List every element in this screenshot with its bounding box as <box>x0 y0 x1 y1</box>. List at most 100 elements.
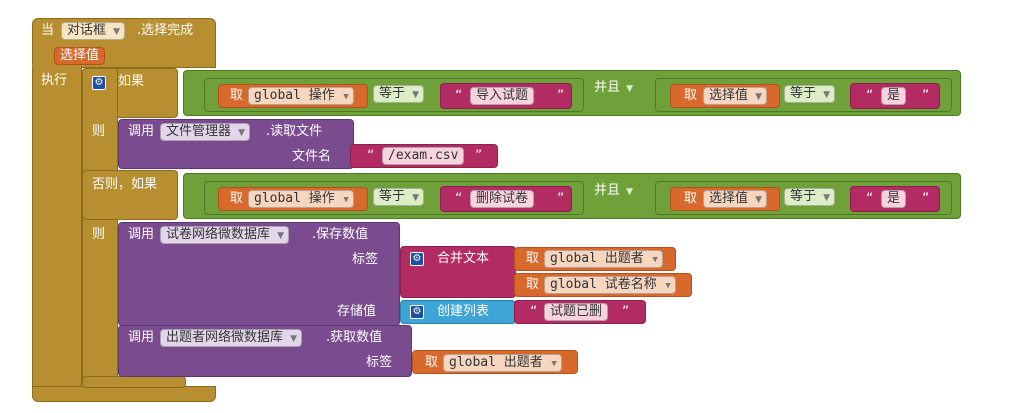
and-label: 并且 <box>594 80 621 95</box>
component-name: 对话框 <box>67 23 107 38</box>
variable-dropdown[interactable]: global 出题者 ▼ <box>544 250 663 268</box>
operator-dropdown[interactable]: 等于 ▼ <box>373 188 425 206</box>
close-quote: ” <box>922 191 930 207</box>
tag-label: 标签 <box>352 252 379 267</box>
then-label: 则 <box>92 124 106 139</box>
component-dropdown[interactable]: 出题者网络微数据库 ▼ <box>160 329 303 347</box>
operator-name: 等于 <box>790 189 817 204</box>
and-dropdown[interactable]: 并且▼ <box>592 79 638 97</box>
operator-name: 等于 <box>790 86 817 101</box>
and-dropdown[interactable]: 并且▼ <box>592 182 638 200</box>
open-quote: “ <box>455 88 463 104</box>
variable-name: global 出题者 <box>550 251 644 266</box>
dropdown-arrow-icon: ▼ <box>113 27 121 37</box>
call-label: 调用 <box>128 124 155 139</box>
value-label: 存储值 <box>337 304 377 319</box>
dropdown-arrow-icon: ▼ <box>755 195 763 205</box>
method-label: .获取数值 <box>326 330 383 345</box>
event-block-footer <box>32 386 216 402</box>
do-label: 执行 <box>41 73 68 88</box>
dropdown-arrow-icon: ▼ <box>665 281 671 291</box>
method-label: .保存数值 <box>312 227 369 242</box>
gear-icon[interactable]: ⚙ <box>410 305 424 319</box>
get-label: 取 <box>526 277 540 292</box>
call-label: 调用 <box>128 330 155 345</box>
variable-name: global 操作 <box>254 88 335 103</box>
dropdown-arrow-icon: ▼ <box>412 90 420 100</box>
component-name: 试卷网络微数据库 <box>166 227 271 242</box>
open-quote: “ <box>455 191 463 207</box>
if-block-footer <box>82 376 186 388</box>
operator-dropdown[interactable]: 等于 ▼ <box>784 188 836 206</box>
gear-icon[interactable]: ⚙ <box>92 76 106 90</box>
component-dropdown[interactable]: 试卷网络微数据库 ▼ <box>160 226 290 244</box>
variable-name: global 试卷名称 <box>550 277 657 292</box>
if-block-elseif-row <box>82 170 178 220</box>
dropdown-arrow-icon: ▼ <box>626 187 634 197</box>
variable-name: 选择值 <box>709 88 749 103</box>
when-label: 当 <box>41 23 55 38</box>
dropdown-arrow-icon: ▼ <box>823 193 831 203</box>
dropdown-arrow-icon: ▼ <box>823 90 831 100</box>
operator-dropdown[interactable]: 等于 ▼ <box>373 85 425 103</box>
dropdown-arrow-icon: ▼ <box>343 195 349 205</box>
component-name: 文件管理器 <box>166 124 232 139</box>
dropdown-arrow-icon: ▼ <box>238 128 246 138</box>
dropdown-arrow-icon: ▼ <box>412 193 420 203</box>
close-quote: ” <box>557 191 565 207</box>
variable-dropdown[interactable]: global 操作▼ <box>248 190 354 208</box>
close-quote: ” <box>922 88 930 104</box>
get-label: 取 <box>526 251 540 266</box>
variable-dropdown[interactable]: global 试卷名称 ▼ <box>544 276 676 294</box>
param-selected-value[interactable]: 选择值 <box>54 47 106 65</box>
component-dropdown[interactable]: 文件管理器 ▼ <box>160 123 251 141</box>
event-name: .选择完成 <box>137 23 194 38</box>
operator-name: 等于 <box>379 86 406 101</box>
open-quote: “ <box>367 148 375 164</box>
variable-dropdown[interactable]: 选择值 ▼ <box>703 190 768 208</box>
get-label: 取 <box>684 191 698 206</box>
arg-label: 文件名 <box>292 149 332 164</box>
open-quote: “ <box>866 88 874 104</box>
text-value[interactable]: /exam.csv <box>382 147 465 165</box>
operator-dropdown[interactable]: 等于 ▼ <box>784 85 836 103</box>
join-label: 合并文本 <box>437 251 490 266</box>
then2-label: 则 <box>92 227 106 242</box>
open-quote: “ <box>866 191 874 207</box>
variable-dropdown[interactable]: 选择值 ▼ <box>703 87 768 105</box>
variable-name: 选择值 <box>709 191 749 206</box>
open-quote: “ <box>530 304 538 320</box>
make-list-label: 创建列表 <box>437 304 490 319</box>
event-block-body <box>32 66 82 396</box>
component-dropdown[interactable]: 对话框 ▼ <box>61 22 126 40</box>
get-label: 取 <box>230 88 244 103</box>
text-value[interactable]: 导入试题 <box>470 87 535 105</box>
text-value[interactable]: 试题已删 <box>544 303 609 321</box>
gear-icon[interactable]: ⚙ <box>410 252 424 266</box>
get-label: 取 <box>230 191 244 206</box>
dropdown-arrow-icon: ▼ <box>652 255 658 265</box>
close-quote: ” <box>622 304 630 320</box>
dropdown-arrow-icon: ▼ <box>277 231 285 241</box>
dropdown-arrow-icon: ▼ <box>343 92 349 102</box>
dropdown-arrow-icon: ▼ <box>551 359 557 369</box>
close-quote: ” <box>557 88 565 104</box>
close-quote: ” <box>475 148 483 164</box>
text-value[interactable]: 是 <box>881 190 907 208</box>
get-label: 取 <box>425 355 439 370</box>
variable-name: global 出题者 <box>449 355 543 370</box>
variable-dropdown[interactable]: global 出题者 ▼ <box>443 354 562 372</box>
if-label: 如果 <box>118 74 145 89</box>
dropdown-arrow-icon: ▼ <box>755 92 763 102</box>
text-value[interactable]: 删除试卷 <box>470 190 535 208</box>
text-value[interactable]: 是 <box>881 87 907 105</box>
operator-name: 等于 <box>379 189 406 204</box>
dropdown-arrow-icon: ▼ <box>290 334 298 344</box>
method-label: .读取文件 <box>266 124 323 139</box>
tag-label: 标签 <box>366 355 393 370</box>
component-name: 出题者网络微数据库 <box>166 330 284 345</box>
else-if-label: 否则，如果 <box>92 177 158 192</box>
call-label: 调用 <box>128 227 155 242</box>
variable-dropdown[interactable]: global 操作 ▼ <box>248 87 354 105</box>
get-label: 取 <box>684 88 698 103</box>
